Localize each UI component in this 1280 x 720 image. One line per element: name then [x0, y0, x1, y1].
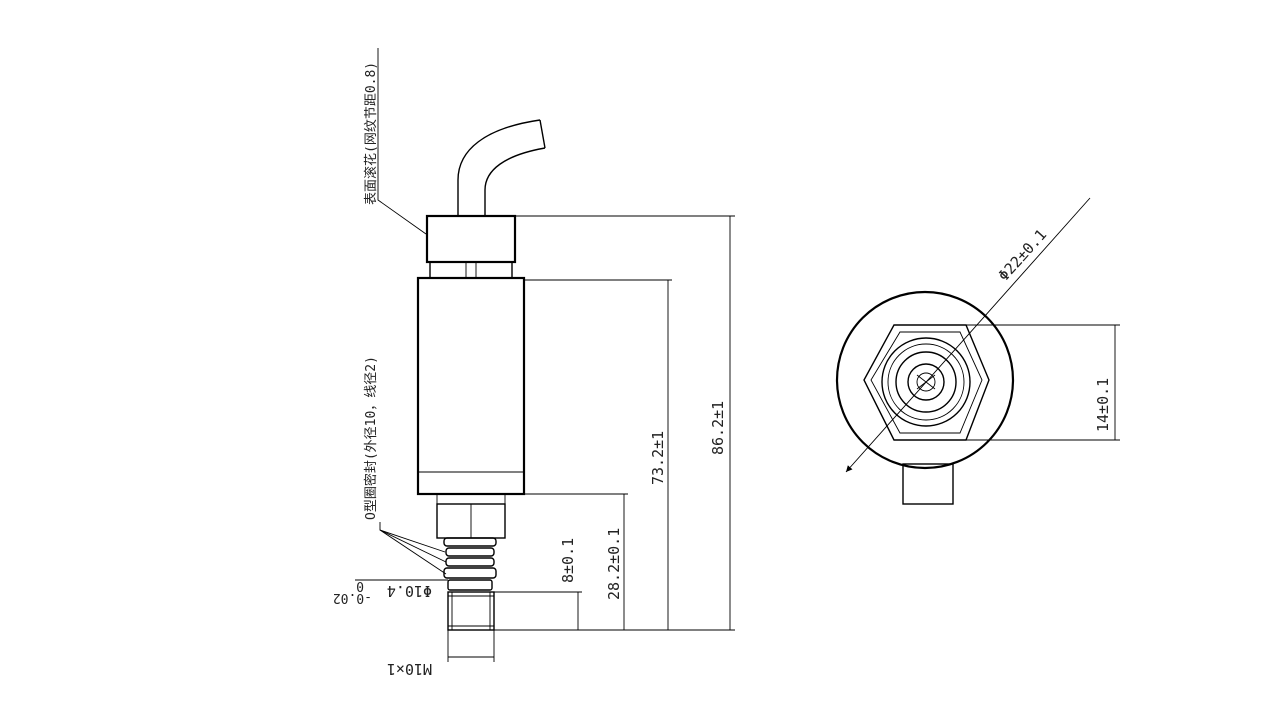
nut-collar: [429, 261, 513, 279]
dim-thread-diameter-tol-lower: 0: [356, 578, 364, 593]
side-view: 86.2±1 73.2±1 28.2±0.1 8±0.1 Φ10.4 -0.02…: [333, 48, 735, 678]
dim-hex-length: 28.2±0.1: [605, 528, 623, 600]
dim-thread-diameter-tol: -0.02: [333, 590, 372, 605]
thread: [447, 591, 495, 631]
leader-lines: [377, 48, 447, 575]
end-view: Φ22±0.1 14±0.1: [835, 197, 1120, 505]
hex-portion: [436, 493, 506, 539]
dim-total-length: 86.2±1: [709, 401, 727, 455]
dim-thread-diameter: Φ10.4: [387, 582, 432, 600]
dim-outer-diameter: Φ22±0.1: [995, 226, 1051, 285]
dim-thread-length: 8±0.1: [559, 538, 577, 583]
dim-body-length: 73.2±1: [649, 431, 667, 485]
knurled-nut: [425, 214, 517, 264]
knurl-note: 表面滚花(网纹节距0.8): [363, 62, 379, 205]
cable-outlet: [902, 463, 954, 505]
dimension-lines: [355, 215, 735, 662]
o-ring-stack: [443, 537, 497, 591]
oring-note: O型圈密封(外径10，线径2): [363, 356, 379, 520]
dim-thread-size: M10×1: [387, 660, 432, 678]
sensor-body: [416, 276, 526, 496]
cable: [457, 119, 546, 216]
dim-hex-flat: 14±0.1: [1094, 378, 1112, 432]
outer-circle: [835, 290, 1015, 470]
